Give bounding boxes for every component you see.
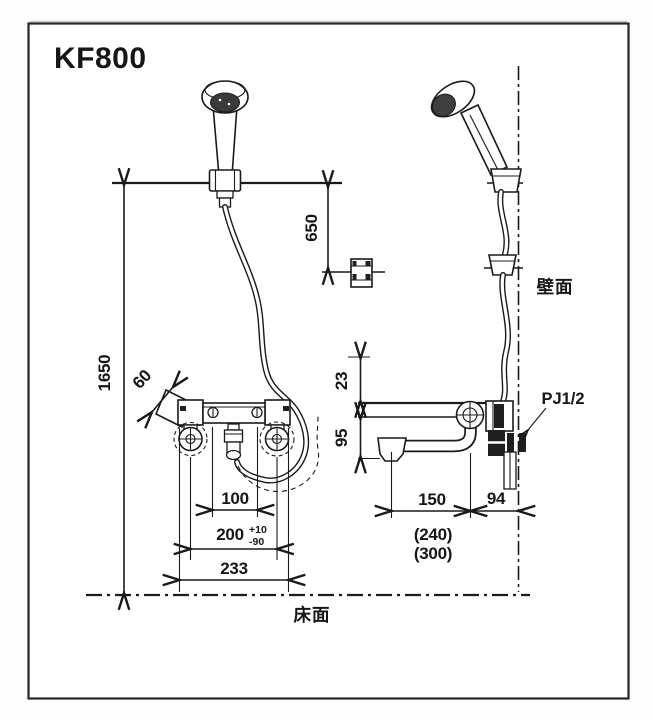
hose-alt-position-dashed — [237, 415, 320, 492]
dim-hook-drop: 650 — [302, 214, 321, 241]
hook-mark — [365, 274, 371, 280]
hose-nut — [216, 190, 234, 199]
body-mark — [180, 406, 186, 411]
dim-spout-length: 150 — [418, 490, 445, 509]
body-bar — [202, 402, 266, 424]
handle-knob-dashed — [259, 421, 295, 457]
spray-dot — [218, 98, 222, 102]
head-face-shade — [431, 93, 456, 117]
diagram-border — [27, 22, 630, 700]
dim-top-offset: 23 — [332, 372, 351, 390]
dim-wall-offset: 94 — [487, 489, 506, 508]
handle-detail — [469, 114, 499, 171]
side-view — [358, 80, 526, 490]
dim-center-pitch: 200 — [216, 525, 243, 544]
floor-surface-label: 床面 — [294, 605, 331, 625]
body-mark — [283, 406, 289, 411]
dim-overall-width: 233 — [220, 559, 247, 578]
hook-mark — [352, 274, 357, 280]
shower-head-side — [430, 80, 476, 118]
body-hub — [462, 407, 478, 423]
dim-alt-length-240: (240) — [414, 525, 452, 544]
connection-leader — [528, 407, 547, 430]
wall-union-left — [507, 433, 514, 452]
handle-hub — [271, 433, 283, 445]
spout-pipe-inner — [392, 424, 475, 451]
wall-hook-side — [488, 254, 517, 276]
outlet-tip — [225, 449, 242, 461]
body-left-cap — [177, 399, 204, 426]
outlet-hex — [223, 429, 244, 443]
wall-surface-label: 壁面 — [537, 277, 574, 297]
spray-dot — [227, 102, 231, 106]
spout-outlet — [377, 437, 407, 462]
hanger-bracket-side — [490, 168, 522, 193]
outlet-nipple — [227, 423, 240, 431]
hook-mark — [352, 261, 357, 266]
body-right-cap — [264, 399, 291, 426]
handle-hub — [185, 433, 196, 445]
hose-lower-inner — [500, 273, 510, 403]
shower-handle-side — [459, 103, 509, 177]
connection-spec-label: PJ1/2 — [541, 390, 584, 408]
shower-hose-inner — [223, 205, 308, 483]
dim-rail-height: 1650 — [95, 355, 114, 392]
dim-supply-pitch: 100 — [221, 489, 248, 508]
handle-knob-dashed — [173, 421, 208, 457]
dim-alt-length-300: (300) — [414, 544, 452, 563]
dim-line-60 — [152, 387, 173, 412]
hook-mark — [365, 261, 371, 266]
model-title: KF800 — [54, 42, 147, 75]
wall-union-right — [519, 433, 526, 452]
dim-spout-drop: 95 — [332, 429, 351, 447]
dim-tol-minus: -90 — [249, 536, 264, 548]
dim-tol-plus: +10 — [249, 524, 267, 536]
shower-spray-face — [210, 92, 240, 113]
mount-dark-insert — [494, 404, 504, 428]
hose-upper-inner — [498, 190, 509, 256]
hanger-bracket-front — [208, 169, 242, 192]
dimensions: 1650 650 60 100 200 +10 -90 233 23 95 — [95, 185, 585, 593]
